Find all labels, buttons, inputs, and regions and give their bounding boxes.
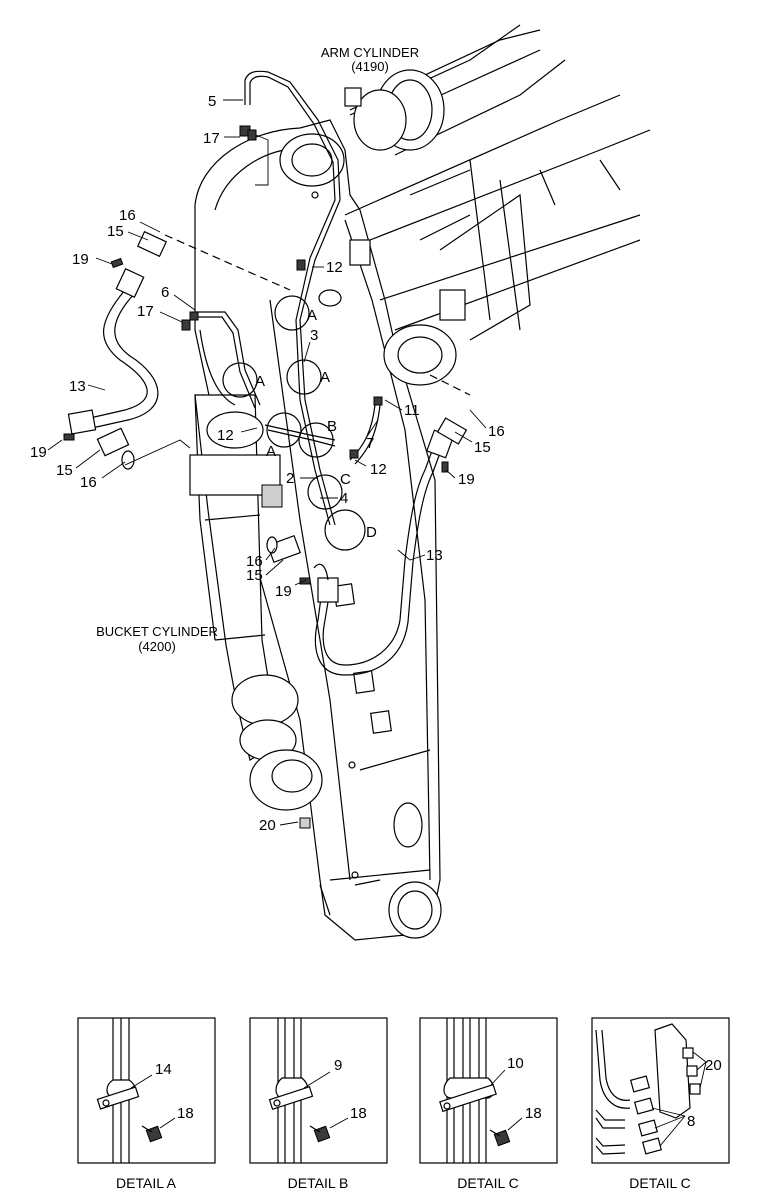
detail-c-label-10: 10 [507, 1055, 524, 1072]
bucket-cylinder [189, 329, 323, 811]
callout-17-top: 17 [203, 130, 220, 147]
detail-marker-a-2: A [320, 369, 330, 386]
callout-7: 7 [366, 435, 374, 452]
detail-b-label-18: 18 [350, 1105, 367, 1122]
detail-a-caption: DETAIL A [116, 1175, 177, 1191]
detail-b-label-9: 9 [334, 1057, 342, 1074]
detail-c-clamp-caption: DETAIL C [457, 1175, 518, 1191]
detail-c-block-caption: DETAIL C [629, 1175, 690, 1191]
dashed-leaders [164, 234, 471, 396]
detail-marker-a-1: A [307, 307, 317, 324]
boom-structure [318, 29, 651, 386]
detail-circles [222, 295, 366, 551]
callout-13-left: 13 [69, 378, 86, 395]
detail-c-block-panel: 20 8 DETAIL C [591, 1017, 730, 1191]
bucket-cylinder-title: BUCKET CYLINDER [96, 624, 218, 639]
bucket-cylinder-code: (4200) [138, 639, 176, 654]
detail-marker-a-3: A [255, 373, 265, 390]
callout-12-mid: 12 [370, 461, 387, 478]
callout-2: 2 [286, 470, 294, 487]
callout-15-top: 15 [107, 223, 124, 240]
callout-16-bottom: 16 [246, 553, 263, 570]
callout-19-right: 19 [458, 471, 475, 488]
arm-cylinder-code: (4190) [351, 59, 389, 74]
arm-cylinder-title: ARM CYLINDER [321, 45, 419, 60]
detail-b-panel: 9 18 DETAIL B [249, 1017, 388, 1191]
callout-19-bottom: 19 [275, 583, 292, 600]
callout-3: 3 [310, 327, 318, 344]
detail-c-label-8: 8 [687, 1113, 695, 1130]
callout-19-top: 19 [72, 251, 89, 268]
callout-13-right: 13 [426, 547, 443, 564]
callout-12-top: 12 [326, 259, 343, 276]
detail-c-clamp-panel: 10 18 DETAIL C [419, 1017, 558, 1191]
callout-6: 6 [161, 284, 169, 301]
detail-c-label-18: 18 [525, 1105, 542, 1122]
detail-marker-a-4: A [266, 443, 276, 460]
callout-12-left: 12 [217, 427, 234, 444]
callout-15-bottom: 15 [246, 567, 263, 584]
callout-16-right: 16 [488, 423, 505, 440]
callout-11: 11 [404, 402, 420, 419]
arm-cylinder-caption: ARM CYLINDER (4190) [321, 45, 419, 74]
fittings [63, 125, 468, 829]
detail-reference-letters: A A A A B C D [255, 307, 377, 541]
callout-19-left: 19 [30, 444, 47, 461]
callout-labels: 5 17 16 15 19 12 6 17 3 13 11 16 15 12 7… [30, 93, 505, 834]
callout-16-top: 16 [119, 207, 136, 224]
callout-4: 4 [340, 490, 348, 507]
callout-5: 5 [208, 93, 216, 110]
callout-17-mid: 17 [137, 303, 154, 320]
detail-marker-d: D [366, 524, 377, 541]
detail-marker-b: B [327, 418, 337, 435]
callout-leaders [47, 99, 487, 826]
detail-a-panel: 14 18 DETAIL A [77, 1017, 216, 1191]
detail-marker-c: C [340, 471, 351, 488]
arm-cylinder [344, 24, 566, 156]
detail-c-label-20: 20 [705, 1057, 722, 1074]
detail-b-caption: DETAIL B [288, 1175, 349, 1191]
callout-15-left: 15 [56, 462, 73, 479]
callout-16-left: 16 [80, 474, 97, 491]
callout-20: 20 [259, 817, 276, 834]
bucket-cylinder-caption: BUCKET CYLINDER (4200) [96, 624, 218, 654]
arm-structure [194, 119, 442, 941]
callout-15-right: 15 [474, 439, 491, 456]
detail-a-label-18: 18 [177, 1105, 194, 1122]
detail-a-label-14: 14 [155, 1061, 172, 1078]
